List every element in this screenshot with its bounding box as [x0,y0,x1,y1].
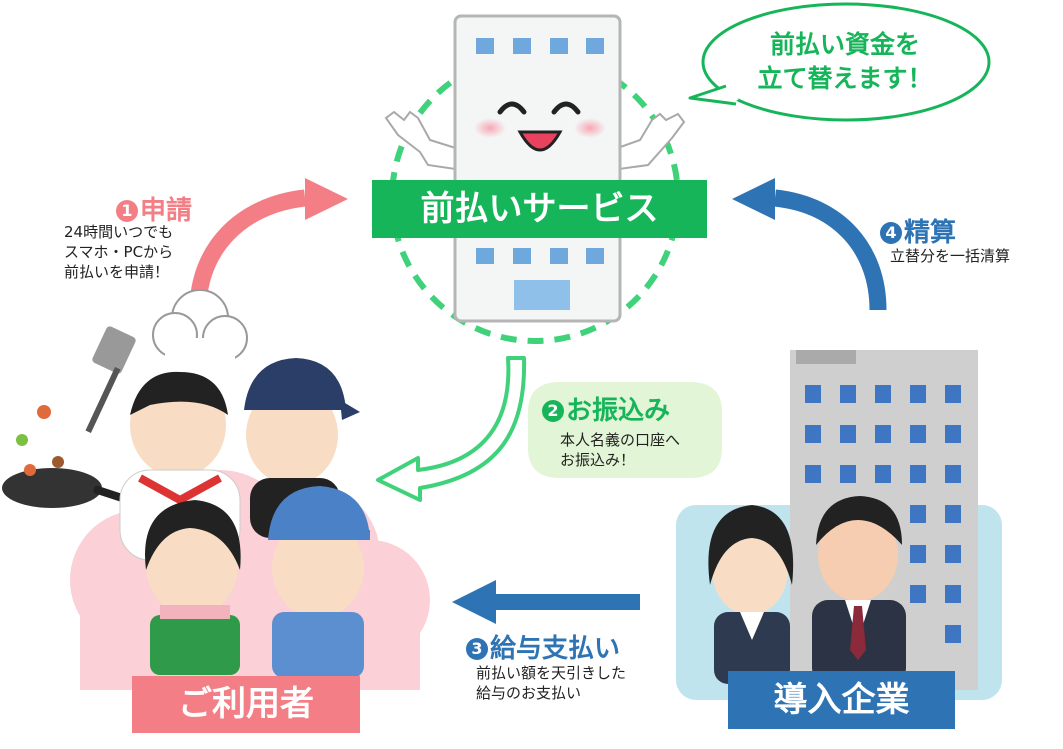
step4-number: 4 [880,222,902,244]
step4-desc: 立替分を一括清算 [890,247,1011,265]
step1-number: 1 [116,200,138,222]
step2-desc: 本人名義の口座へ お振込み！ [560,431,681,469]
service-label-box [372,180,707,238]
step3-title-text: 給与支払い [490,634,621,664]
transfer-note-bg [528,382,722,478]
arrow-salary [452,580,640,624]
arrow-settlement [732,178,887,311]
step1-title-text: 申請 [140,196,193,226]
service-building-icon [384,14,686,323]
company-building-icon [708,350,978,690]
speech-text: 前払い資金を 立て替えます！ [757,30,933,93]
step4-title-text: 精算 [904,218,957,248]
step2-number: 2 [542,400,564,422]
users-illustration [2,289,370,678]
arrow-transfer [376,356,527,502]
company-label: 導入企業 [773,680,910,720]
step3-desc: 前払い額を天引きした 給与のお支払い [476,664,627,702]
users-label-box [132,676,360,733]
step3-number: 3 [466,638,488,660]
users-label: ご利用者 [178,684,314,724]
company-label-box [728,671,955,729]
step1-desc: 24時間いつでも スマホ・PCから 前払いを申請！ [64,223,174,281]
arrow-apply [189,178,348,311]
speech-bubble [688,2,991,122]
service-label: 前払いサービス [420,189,659,229]
step2-title-text: お振込み [566,396,671,426]
